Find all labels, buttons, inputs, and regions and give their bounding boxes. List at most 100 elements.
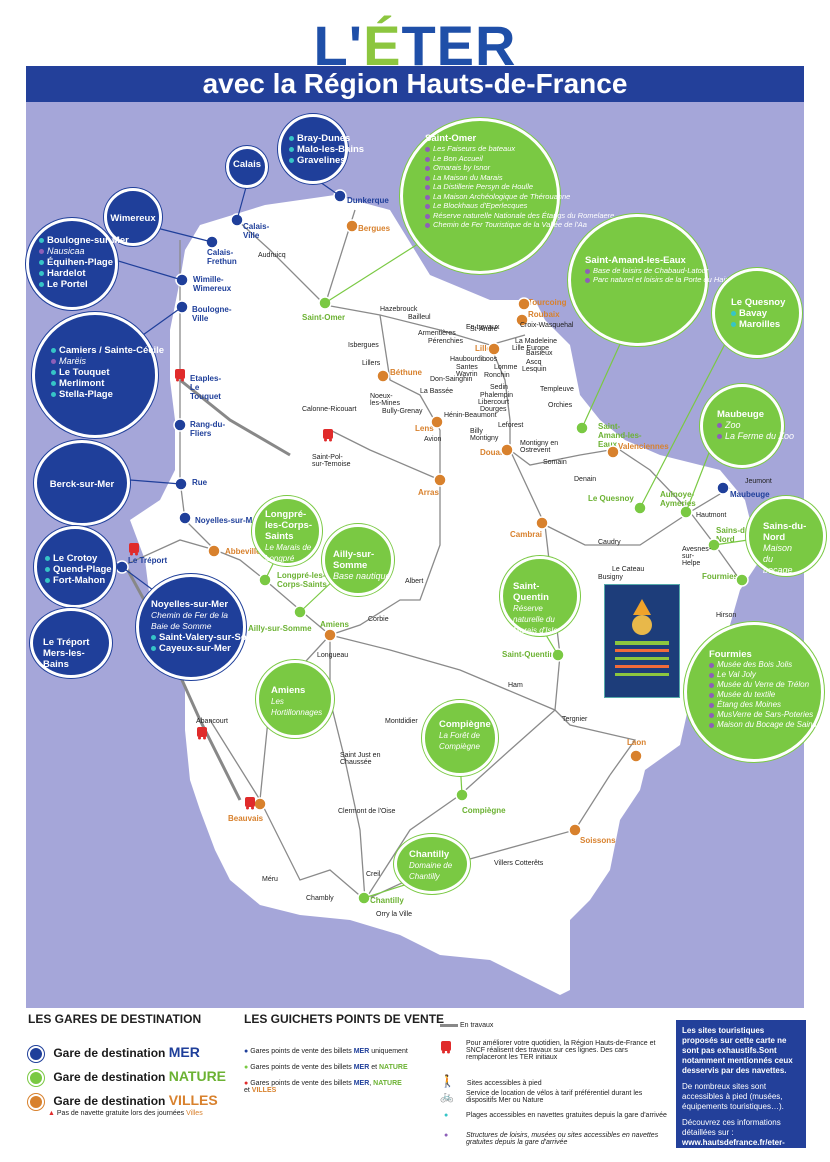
city-label: Méru bbox=[262, 876, 278, 883]
city-label: Denain bbox=[574, 476, 597, 483]
station-noyelles[interactable]: Noyelles-sur-Mer bbox=[195, 516, 260, 525]
bubble-ailly[interactable]: Ailly-sur-Somme Base nautique bbox=[322, 524, 394, 596]
station-le-quesnoy[interactable]: Le Quesnoy bbox=[588, 494, 634, 503]
legend-navette-note: ▲ Pas de navette gratuite lors des journ… bbox=[48, 1110, 203, 1117]
station-compiegne[interactable]: Compiègne bbox=[462, 806, 506, 815]
city-label: Hénin-Beaumont bbox=[444, 412, 497, 419]
station-boulogne[interactable]: Boulogne-Ville bbox=[192, 305, 232, 323]
bus-icon bbox=[440, 1040, 452, 1056]
bus-icon bbox=[322, 428, 334, 447]
city-label: Avion bbox=[424, 436, 442, 443]
city-label: Croix-Wasquehal bbox=[520, 322, 574, 329]
station-lille[interactable]: Lille bbox=[475, 344, 492, 353]
bubble-compiegne[interactable]: Compiègne La Forêt de Compiègne bbox=[422, 700, 498, 776]
station-valenciennes[interactable]: Valenciennes bbox=[618, 442, 669, 451]
city-label: Hirson bbox=[716, 612, 737, 619]
station-calais-ville[interactable]: Calais-Ville bbox=[243, 222, 270, 240]
info-url-link[interactable]: www.hautsdefrance.fr/eter-2019 bbox=[682, 1138, 785, 1157]
city-label: Lomme bbox=[494, 364, 518, 371]
city-label: Tergnier bbox=[562, 716, 588, 723]
station-lens[interactable]: Lens bbox=[415, 424, 434, 433]
station-longpre[interactable]: Longpré-les-Corps-Saints bbox=[277, 571, 327, 589]
city-label: Noeux-les-Mines bbox=[370, 393, 400, 407]
station-saint-omer[interactable]: Saint-Omer bbox=[302, 313, 346, 322]
legend-cars: Pour améliorer votre quotidien, la Régio… bbox=[440, 1040, 668, 1061]
city-label: Le Cateau bbox=[612, 566, 645, 573]
station-wimille[interactable]: Wimille-Wimereux bbox=[193, 275, 232, 293]
bus-icon bbox=[128, 542, 140, 561]
station-ailly[interactable]: Ailly-sur-Somme bbox=[248, 624, 312, 633]
bubble-calais[interactable]: Calais bbox=[226, 146, 268, 188]
station-rang[interactable]: Rang-du-Fliers bbox=[190, 420, 226, 438]
city-label: Caudry bbox=[598, 539, 621, 546]
legend-guichet-2: ● Gares points de vente des billets MER … bbox=[244, 1064, 408, 1071]
station-cambrai[interactable]: Cambrai bbox=[510, 530, 543, 539]
bubble-amiens[interactable]: Amiens Les Hortillonnages bbox=[256, 660, 334, 738]
city-label: La Madeleine bbox=[515, 338, 558, 345]
station-saint-quentin[interactable]: Saint-Quentin bbox=[502, 650, 555, 659]
city-label: Abancourt bbox=[196, 718, 228, 725]
station-treport[interactable]: Le Tréport bbox=[128, 556, 168, 565]
station-laon[interactable]: Laon bbox=[627, 738, 647, 747]
bubble-saint-quentin[interactable]: Saint-Quentin Réserve naturelle du Marai… bbox=[500, 556, 580, 636]
city-label: Baisieux bbox=[526, 350, 553, 357]
station-roubaix[interactable]: Roubaix bbox=[528, 310, 560, 319]
station-douai[interactable]: Douai bbox=[480, 448, 503, 457]
city-label: Villers Cotterêts bbox=[494, 860, 544, 867]
bus-icon bbox=[196, 726, 208, 745]
bubble-saint-amand[interactable]: Saint-Amand-les-Eaux Base de loisirs de … bbox=[568, 214, 781, 346]
station-etaples[interactable]: Etaples-Le Touquet bbox=[190, 374, 222, 401]
station-calais-frethun[interactable]: Calais-Frethun bbox=[207, 248, 237, 266]
station-soissons[interactable]: Soissons bbox=[580, 836, 616, 845]
city-label: Lillers bbox=[362, 360, 381, 367]
city-label: Dourges bbox=[480, 406, 507, 413]
station-bethune[interactable]: Béthune bbox=[390, 368, 422, 377]
city-label: Ham bbox=[508, 682, 523, 689]
station-arras[interactable]: Arras bbox=[418, 488, 439, 497]
bubble-chantilly[interactable]: Chantilly Domaine de Chantilly bbox=[394, 834, 470, 894]
station-dunkerque[interactable]: Dunkerque bbox=[347, 196, 389, 205]
city-label: Lesquin bbox=[522, 366, 547, 373]
city-label: Jeumont bbox=[745, 478, 772, 485]
city-label: Wavrin bbox=[456, 371, 478, 378]
station-abbeville[interactable]: Abbeville bbox=[225, 547, 261, 556]
station-bergues[interactable]: Bergues bbox=[358, 224, 391, 233]
city-label: Don-Sainghin bbox=[430, 376, 473, 383]
bubble-wimereux[interactable]: Wimereux bbox=[104, 188, 162, 246]
station-rue[interactable]: Rue bbox=[192, 478, 208, 487]
station-amiens[interactable]: Amiens bbox=[320, 620, 349, 629]
legend-travaux: En travaux bbox=[440, 1022, 493, 1029]
bubble-le-treport[interactable]: Le Tréport Mers-les-Bains bbox=[30, 608, 112, 678]
legend-plages: ● Plages accessibles en navettes gratuit… bbox=[444, 1112, 667, 1119]
city-label: Montdidier bbox=[385, 718, 418, 725]
city-label: Saint Just en Chaussée bbox=[340, 752, 381, 766]
city-label: En travaux bbox=[466, 324, 500, 331]
bus-icon bbox=[174, 368, 186, 387]
station-aulnoye[interactable]: Aulnoye-Aymeries bbox=[660, 490, 696, 508]
station-tourcoing[interactable]: Tourcoing bbox=[528, 298, 567, 307]
city-label: St-André bbox=[470, 326, 498, 333]
bubble-sains-du-nord[interactable]: Sains-du-Nord Maison du bocage bbox=[746, 496, 826, 576]
station-maubeuge[interactable]: Maubeuge bbox=[730, 490, 770, 499]
bubble-noyelles[interactable]: Noyelles-sur-Mer Chemin de Fer de la Bai… bbox=[136, 574, 269, 680]
station-beauvais[interactable]: Beauvais bbox=[228, 814, 264, 823]
city-label: Audruicq bbox=[258, 252, 286, 259]
station-chantilly[interactable]: Chantilly bbox=[370, 896, 404, 905]
bubble-berck[interactable]: Berck-sur-Mer bbox=[34, 440, 130, 526]
land-shape bbox=[130, 195, 760, 995]
city-label: Billy Montigny bbox=[470, 428, 499, 442]
station-fourmies[interactable]: Fourmies bbox=[702, 572, 739, 581]
bubble-longpre[interactable]: Longpré-les-Corps-Saints Le Marais de Lo… bbox=[252, 496, 322, 566]
city-label: Albert bbox=[405, 578, 424, 585]
legend-gare-mer: Gare de destination MER bbox=[28, 1044, 200, 1062]
city-label: Bully-Grenay bbox=[382, 408, 423, 415]
legend-guichet-1: ● Gares points de vente des billets MER … bbox=[244, 1048, 408, 1055]
